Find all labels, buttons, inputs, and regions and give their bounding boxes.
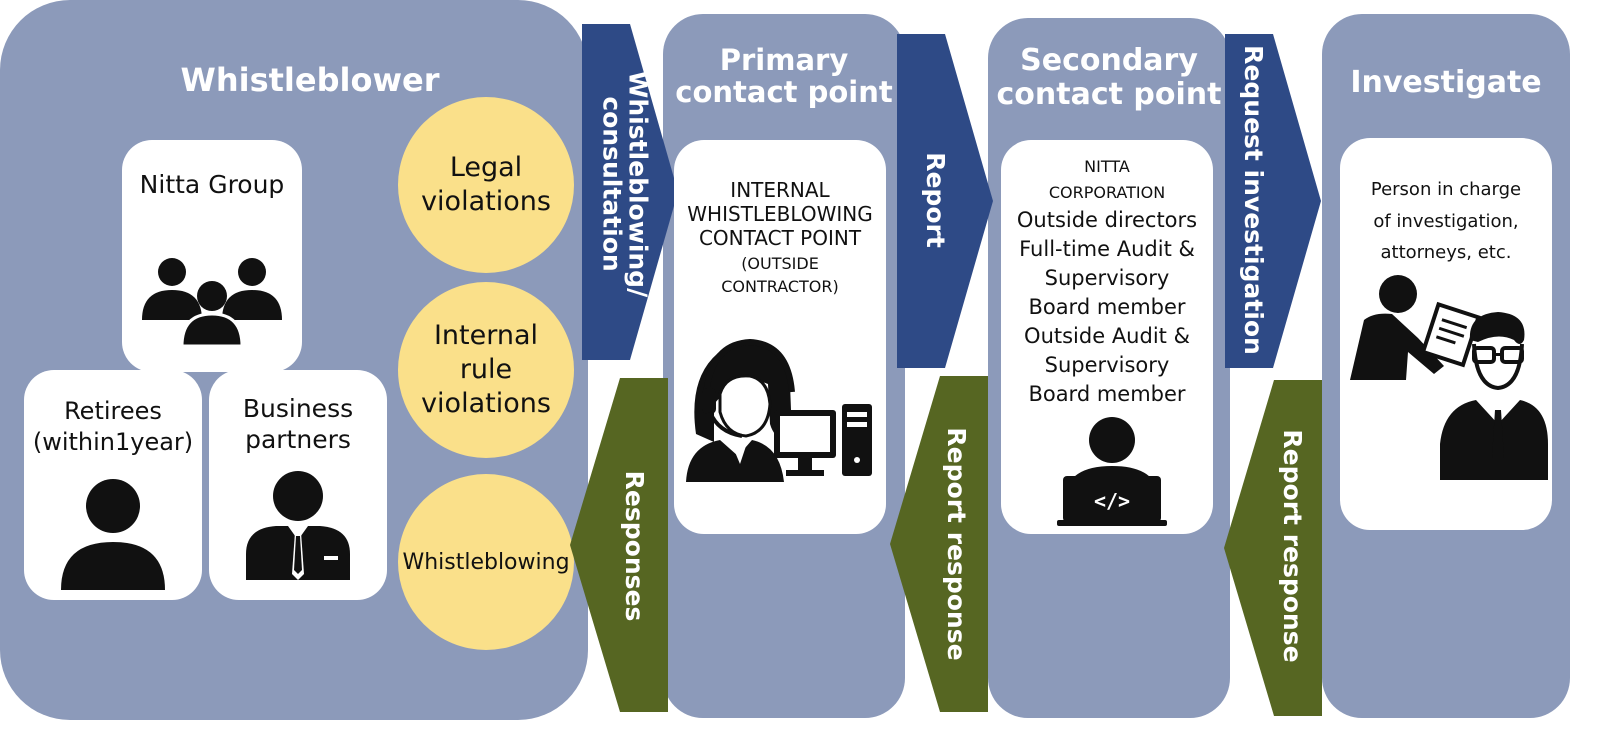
whistleblower-title: Whistleblower <box>180 61 440 99</box>
retirees-label: Retirees(within1year) <box>32 397 194 457</box>
report-response-label-1: Report response <box>942 427 972 661</box>
laptop-user-icon: </> <box>1057 417 1167 526</box>
report-arrow: Report <box>897 34 995 368</box>
request-investigation-label: Request investigation <box>1239 45 1269 355</box>
group-icon <box>142 258 282 348</box>
investigate-title: Investigate <box>1350 65 1542 100</box>
retirees-card: Retirees(within1year) <box>24 370 202 600</box>
report-response-arrow-1: Report response <box>890 376 988 712</box>
report-response-label-2: Report response <box>1278 429 1308 663</box>
operator-headset-icon <box>686 338 872 482</box>
svg-text:</>: </> <box>1094 489 1130 513</box>
businessman-icon <box>246 471 350 580</box>
secondary-members-list: Outside directors Full-time Audit & Supe… <box>1016 208 1198 406</box>
report-response-arrow-2: Report response <box>1224 380 1322 716</box>
responses-label: Responses <box>620 470 650 622</box>
nitta-group-card: Nitta Group <box>122 140 302 372</box>
request-investigation-arrow: Request investigation <box>1225 34 1323 368</box>
person-icon <box>61 479 165 590</box>
whistleblowing-circle: Whistleblowing <box>398 474 574 650</box>
responses-arrow: Responses <box>570 378 668 712</box>
investigator-icon <box>1350 275 1548 480</box>
nitta-group-label: Nitta Group <box>139 170 285 199</box>
whistleblowing-consultation-arrow: Whistleblowing/consultation <box>582 24 682 360</box>
report-label: Report <box>921 152 951 248</box>
whistleblowing-consultation-label: Whistleblowing/consultation <box>597 70 653 298</box>
